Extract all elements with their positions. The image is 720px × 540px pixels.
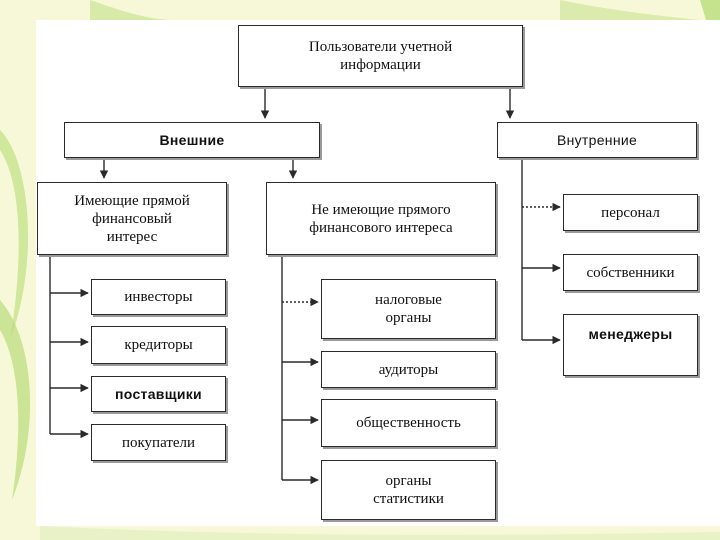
node-investors: инвесторы <box>91 279 226 315</box>
node-creditors: кредиторы <box>91 326 226 364</box>
node-owners: собственники <box>563 254 698 291</box>
leaf-decoration-left-lower <box>0 300 31 500</box>
node-public: общественность <box>321 399 496 447</box>
node-internal: Внутренние <box>497 122 697 158</box>
node-managers: менеджеры <box>563 314 698 376</box>
node-indirect-interest: Не имеющие прямого финансового интереса <box>266 182 496 255</box>
node-external: Внешние <box>64 122 320 158</box>
leaf-decoration-left <box>0 130 29 340</box>
node-direct-interest: Имеющие прямой финансовый интерес <box>37 182 227 255</box>
leaf-decoration-top-right <box>560 0 700 20</box>
node-statistics-agencies: органы статистики <box>321 460 496 520</box>
node-tax-authorities: налоговые органы <box>321 279 496 339</box>
node-auditors: аудиторы <box>321 351 496 388</box>
node-suppliers: поставщики <box>91 376 226 412</box>
node-root-users: Пользователи учетной информации <box>238 25 523 87</box>
leaf-decoration-bottom <box>40 526 720 540</box>
leaf-decoration-top <box>90 0 170 20</box>
node-buyers: покупатели <box>91 424 226 461</box>
node-staff: персонал <box>563 194 698 231</box>
